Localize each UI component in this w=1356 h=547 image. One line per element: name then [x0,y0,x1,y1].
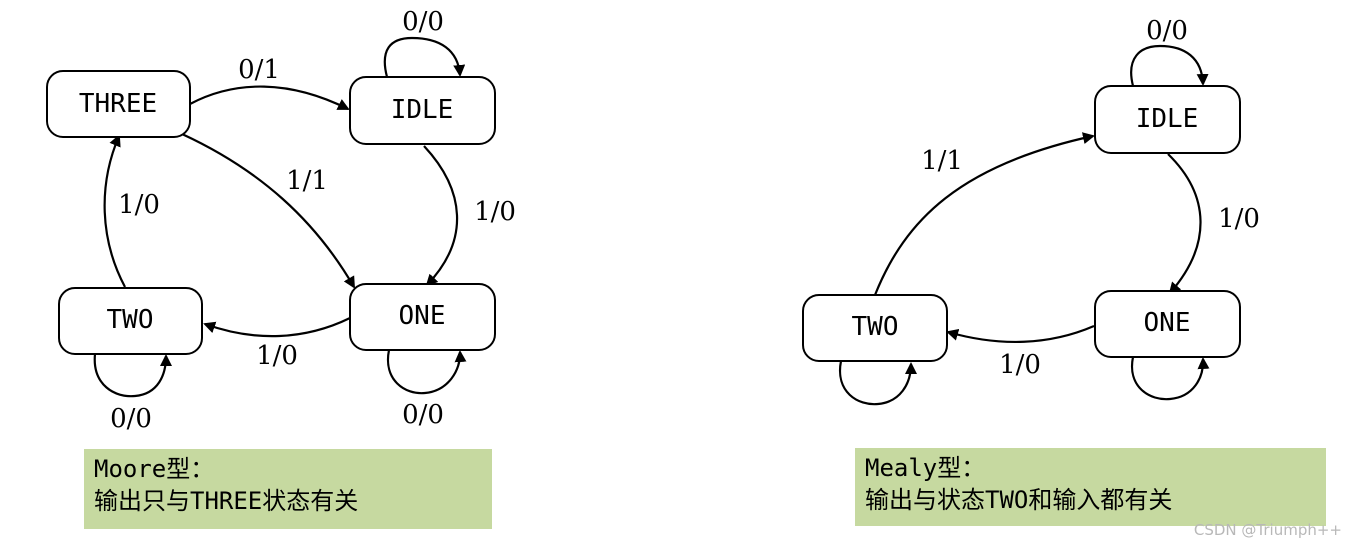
moore-label-idle-to-one: 1/0 [474,197,516,227]
moore-state-two: TWO [58,287,203,355]
moore-edge-two-to-three [103,134,126,288]
moore-state-three: THREE [46,70,191,138]
moore-edge-three-to-one [181,133,356,289]
moore-label-three-to-one: 1/1 [286,166,328,196]
moore-diagram: THREE IDLE ONE TWO 0/0 0/1 1/1 1/0 1/0 1… [46,7,516,434]
mealy-state-one: ONE [1094,290,1241,358]
mealy-label-idle-to-one: 1/0 [1218,204,1260,234]
moore-note: Moore型： 输出只与THREE状态有关 [84,449,492,529]
mealy-diagram: IDLE ONE TWO 0/0 1/1 1/0 1/0 [802,16,1260,406]
moore-state-idle: IDLE [349,76,496,145]
mealy-state-two: TWO [802,294,948,362]
moore-edge-idle-to-one [423,145,459,287]
moore-label-one-self: 0/0 [402,400,444,430]
moore-note-body: 输出只与THREE状态有关 [94,487,359,515]
watermark: CSDN @Triumph++ [1193,521,1342,539]
mealy-label-two-to-idle: 1/1 [921,146,963,176]
mealy-label-idle-self: 0/0 [1146,16,1188,46]
mealy-state-one-label: ONE [1144,308,1191,338]
mealy-edge-one-to-two [946,324,1095,344]
moore-state-two-label: TWO [107,305,154,335]
moore-edge-one-self [386,349,467,395]
mealy-state-idle: IDLE [1094,85,1241,154]
mealy-label-one-to-two: 1/0 [999,350,1041,380]
mealy-note-body: 输出与状态TWO和输入都有关 [865,486,1173,514]
moore-edge-two-self [93,353,172,398]
mealy-note: Mealy型： 输出与状态TWO和输入都有关 [855,448,1326,526]
mealy-state-two-label: TWO [852,312,899,342]
moore-label-three-to-idle: 0/1 [238,55,280,85]
moore-label-two-to-three: 1/0 [118,190,160,220]
mealy-edge-two-self [838,360,917,406]
mealy-note-title: Mealy型： [865,454,986,482]
moore-state-one: ONE [349,283,496,351]
mealy-edge-idle-self [1130,44,1209,87]
mealy-edge-two-to-idle [873,132,1095,296]
moore-state-idle-label: IDLE [391,95,454,125]
moore-label-one-to-two: 1/0 [256,341,298,371]
moore-note-title: Moore型： [94,455,215,483]
moore-state-one-label: ONE [399,301,446,331]
mealy-edge-idle-to-one [1167,153,1202,295]
mealy-edge-one-self [1130,356,1210,401]
mealy-state-idle-label: IDLE [1136,104,1199,134]
moore-label-idle-self: 0/0 [402,7,444,37]
moore-state-three-label: THREE [79,89,157,119]
moore-edge-idle-self [383,36,466,78]
moore-label-two-self: 0/0 [110,404,152,434]
moore-edge-one-to-two [203,317,351,338]
moore-edge-three-to-idle [189,85,350,110]
